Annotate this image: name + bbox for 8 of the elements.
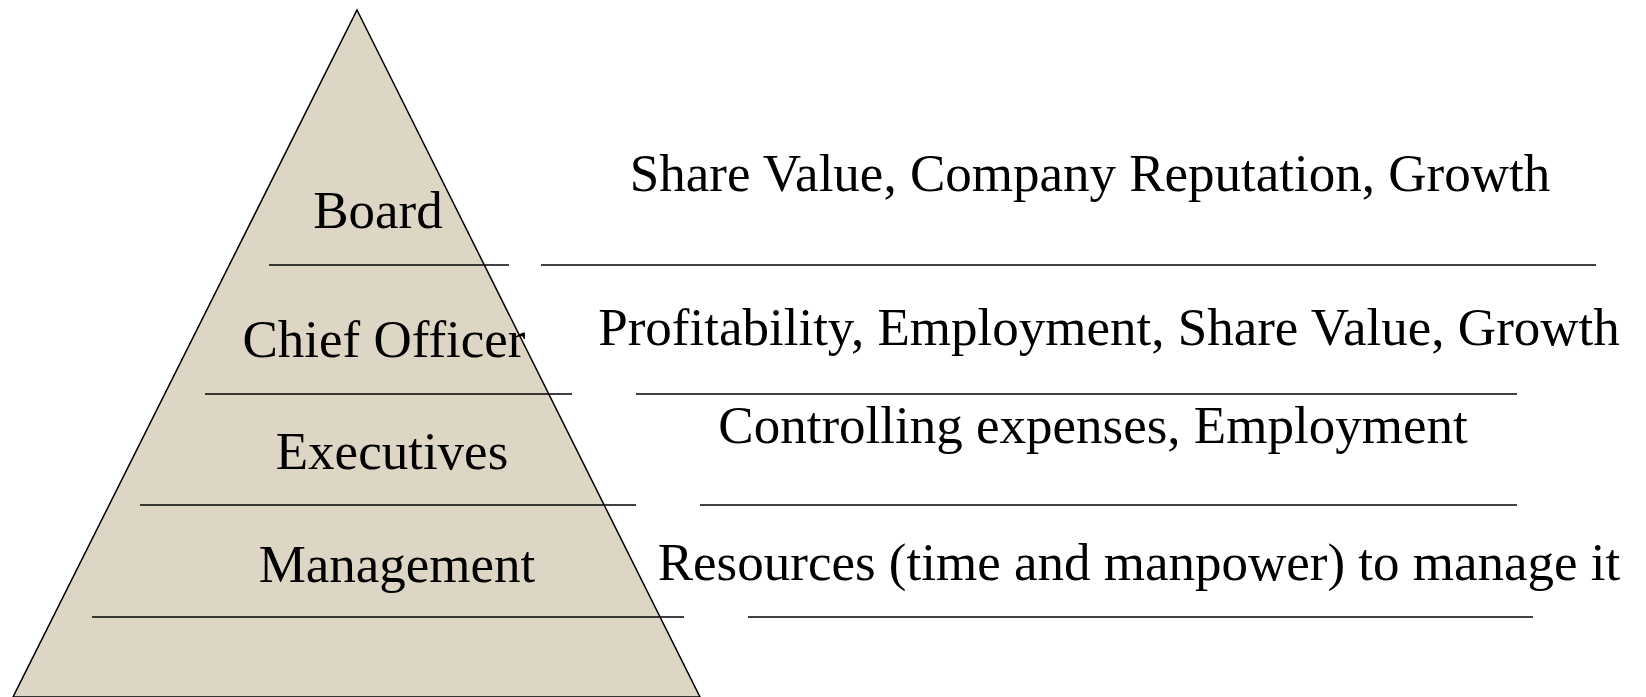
level-label: Management	[258, 534, 536, 594]
level-label: Executives	[275, 421, 509, 481]
goal-text: Resources (time and manpower) to manage it	[657, 532, 1621, 592]
goal-text: Share Value, Company Reputation, Growth	[629, 143, 1551, 203]
goal-text: Controlling expenses, Employment	[718, 395, 1468, 455]
goal-text: Profitability, Employment, Share Value, Growth	[598, 297, 1620, 357]
level-label: Chief Officer	[242, 309, 526, 369]
level-label: Board	[313, 180, 443, 240]
